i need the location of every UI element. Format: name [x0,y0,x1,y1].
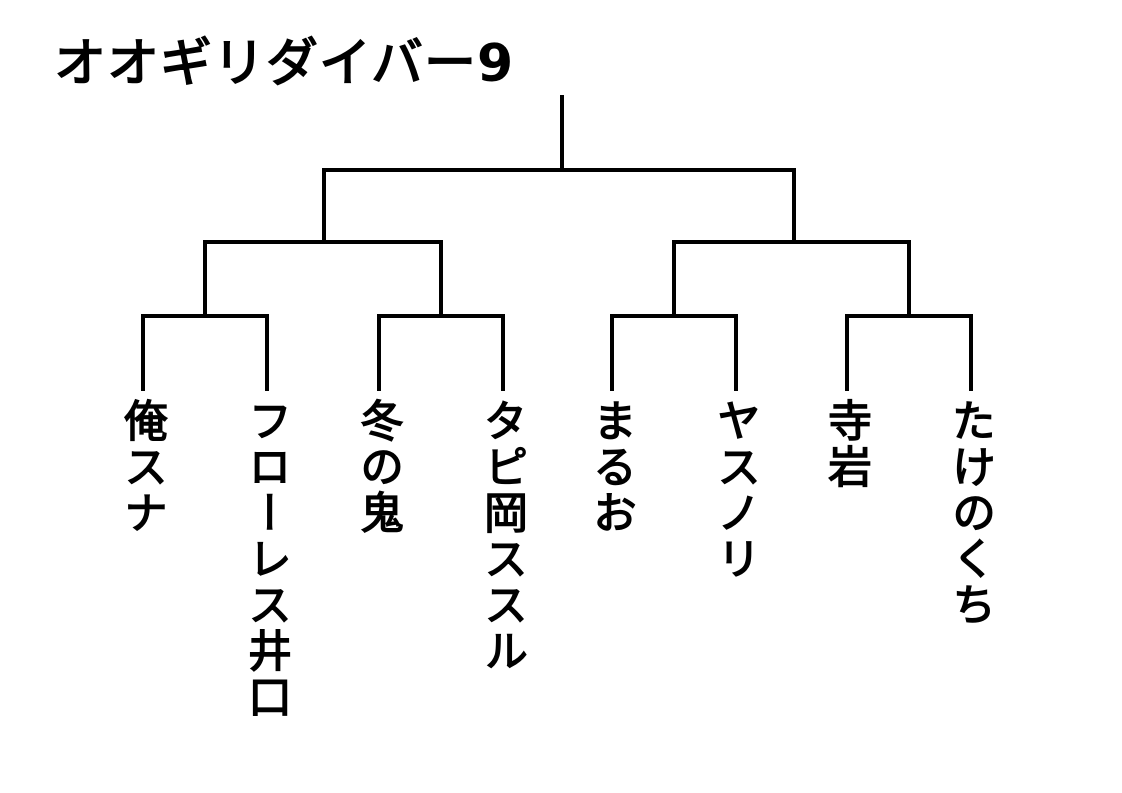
quarterfinal-3-connector-line [610,314,738,391]
quarterfinal-1-connector-line [141,314,269,391]
participant-label: 俺スナ [116,398,167,536]
participant-label: 寺岩 [820,398,871,490]
quarterfinal-4-connector-line [845,314,973,391]
participant-label: フローレス井口 [240,398,291,720]
semifinal-right-connector-line [672,240,911,316]
participant-label: ヤスノリ [709,398,760,582]
participant-label: まるお [585,398,636,536]
semifinal-left-connector-line [203,240,443,316]
participant-label: たけのくち [944,398,995,628]
tournament-title: オオギリダイバー9 [54,34,515,94]
quarterfinal-2-connector-line [377,314,505,391]
final-connector-line [322,168,796,242]
participant-label: タピ岡ススル [476,398,527,674]
participant-label: 冬の鬼 [352,398,403,536]
